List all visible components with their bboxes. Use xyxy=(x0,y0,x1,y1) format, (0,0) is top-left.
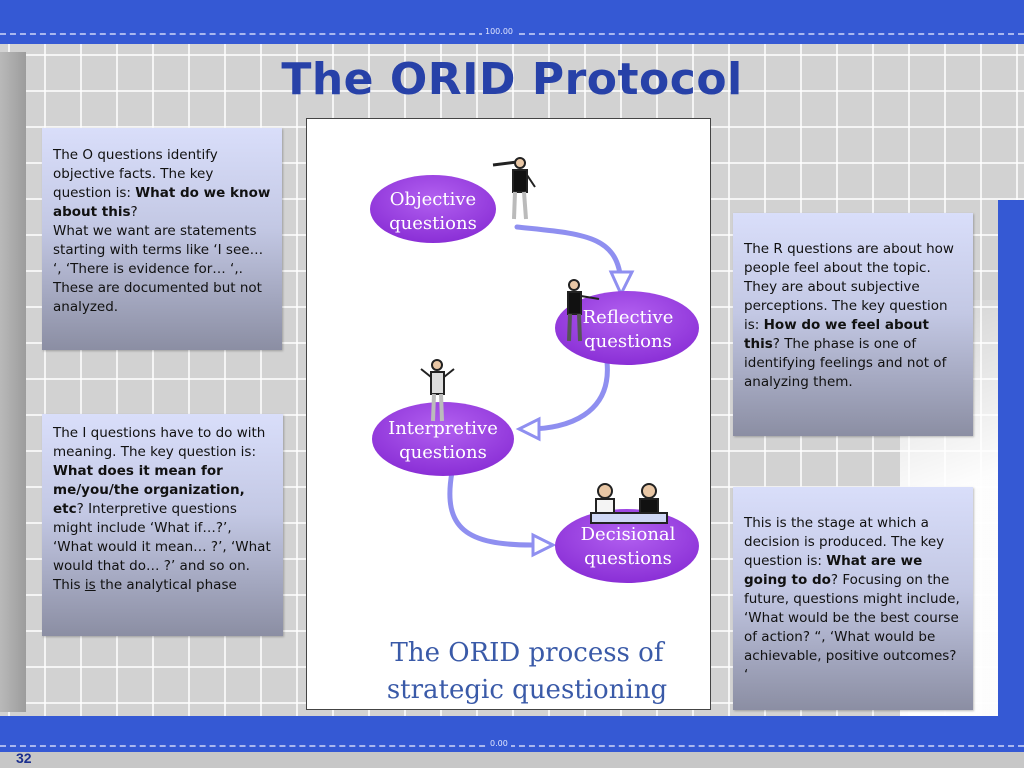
slide-title: The ORID Protocol xyxy=(281,54,743,105)
decisional-text-box: This is the stage at which a decision is… xyxy=(733,487,973,710)
arrow-reflective-to-interpretive xyxy=(526,359,610,432)
diagram-caption-line2: strategic questioning xyxy=(387,675,667,705)
orid-diagram: Objective questions Reflective questions… xyxy=(370,157,699,705)
reflective-label-line1: Reflective xyxy=(583,307,674,328)
footer-strip xyxy=(0,752,1024,768)
arrow-interpretive-to-decisional xyxy=(447,469,535,548)
reflective-text-box: The R questions are about how people fee… xyxy=(733,213,973,436)
orid-diagram-panel: Objective questions Reflective questions… xyxy=(306,118,711,710)
interpretive-description: The I questions have to do with meaning.… xyxy=(53,425,271,593)
decisional-description: This is the stage at which a decision is… xyxy=(744,515,960,683)
diagram-caption-line1: The ORID process of xyxy=(391,638,666,668)
decisional-node xyxy=(555,509,699,583)
reflective-node xyxy=(555,291,699,365)
left-gray-strip xyxy=(0,52,26,712)
arrowhead-interpretive xyxy=(515,416,541,442)
decisional-label-line1: Decisional xyxy=(581,524,676,545)
top-bar: 100.00 xyxy=(0,0,1024,44)
objective-label-line1: Objective xyxy=(390,189,476,210)
meeting-people-icon xyxy=(590,483,668,524)
bottom-ruler-label: 0.00 xyxy=(487,739,511,748)
right-blue-strip xyxy=(998,200,1024,716)
arrowhead-reflective xyxy=(608,270,635,298)
objective-label-line2: questions xyxy=(389,213,477,234)
decisional-label-line2: questions xyxy=(584,548,672,569)
top-ruler-label: 100.00 xyxy=(482,27,516,36)
interpretive-label-line2: questions xyxy=(399,442,487,463)
objective-description: The O questions identify objective facts… xyxy=(53,147,271,315)
reflective-label-line2: questions xyxy=(584,331,672,352)
arrowhead-decisional xyxy=(531,532,557,558)
interpretive-node xyxy=(372,402,514,476)
objective-text-box: The O questions identify objective facts… xyxy=(42,128,282,350)
page-number: 32 xyxy=(16,750,32,766)
bottom-bar: 0.00 xyxy=(0,716,1024,752)
shrugging-person-icon xyxy=(420,359,455,422)
reflective-description: The R questions are about how people fee… xyxy=(744,241,954,390)
interpretive-label-line1: Interpretive xyxy=(388,418,498,439)
telescope-person-icon xyxy=(492,157,536,220)
objective-node xyxy=(370,175,496,243)
interpretive-text-box: The I questions have to do with meaning.… xyxy=(42,414,283,636)
arrow-objective-to-reflective xyxy=(514,224,624,287)
pointing-person-icon xyxy=(567,279,600,342)
bottom-dashed-guide xyxy=(0,745,1024,747)
